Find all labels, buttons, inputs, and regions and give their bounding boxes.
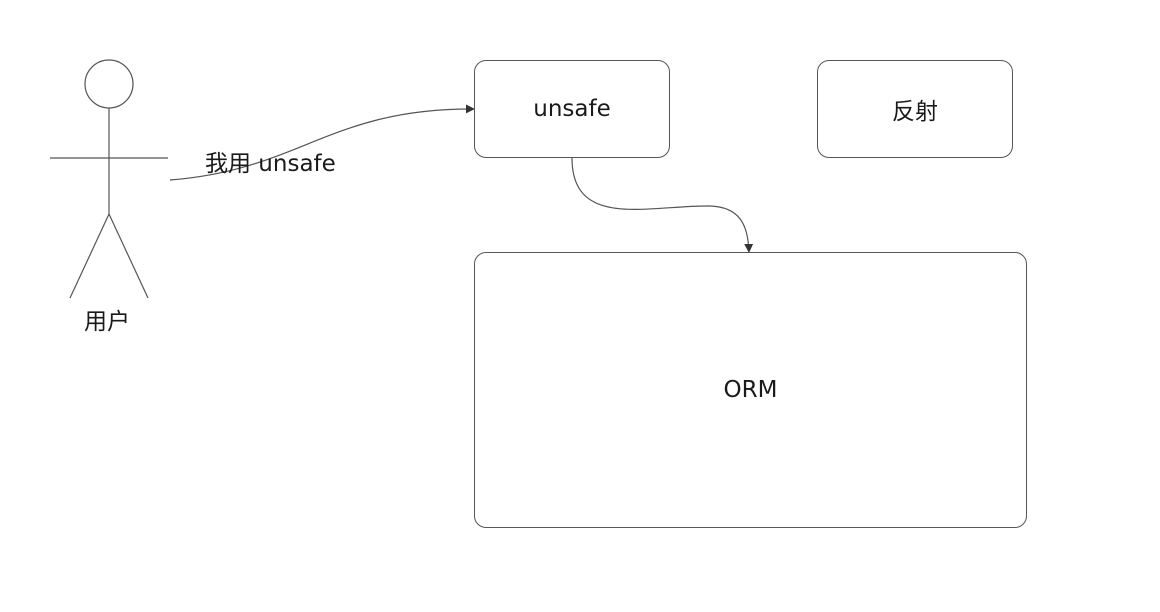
node-unsafe[interactable]: unsafe [474,60,670,158]
actor-label: 用户 [84,309,130,335]
actor-stick-figure [50,59,168,299]
node-reflection[interactable]: 反射 [817,60,1013,158]
actor-head [84,59,134,109]
edge-user-to-unsafe [169,104,475,181]
node-reflection-label: 反射 [892,99,938,125]
node-orm[interactable]: ORM [474,252,1027,528]
edge-unsafe-to-orm [571,157,754,253]
actor-right-leg [108,213,149,299]
actor-left-leg [69,213,110,299]
node-orm-label: ORM [723,377,778,403]
node-unsafe-label: unsafe [533,96,611,122]
edge-label-user-to-unsafe: 我用 unsafe [205,151,336,177]
